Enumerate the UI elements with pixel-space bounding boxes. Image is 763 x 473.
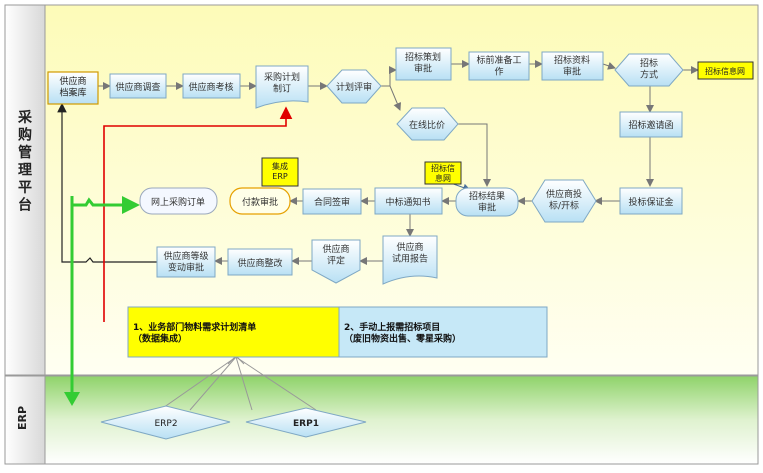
node-tender-invitation[interactable]: 招标邀请函 — [619, 111, 683, 138]
node-plan-review[interactable]: 计划评审 — [326, 69, 382, 104]
node-pre-tender-prep[interactable]: 标前准备工作 — [468, 51, 530, 81]
node-supplier-trial-report[interactable]: 供应商试用报告 — [382, 235, 438, 285]
node-supplier-assessment[interactable]: 供应商考核 — [182, 73, 241, 99]
note-manual-tender-text: 2、手动上报需招标项目（废旧物资出售、零星采购） — [344, 321, 461, 344]
platform-lane-header — [4, 4, 46, 376]
node-supplier-grade-change[interactable]: 供应商等级变动审批 — [156, 246, 216, 278]
node-online-price-compare-label: 在线比价 — [409, 119, 445, 131]
node-purchase-plan-label: 采购计划制订 — [264, 71, 300, 94]
node-tender-deposit[interactable]: 投标保证金 — [619, 187, 683, 215]
node-supplier-evaluation[interactable]: 供应商评定 — [311, 239, 361, 284]
platform-lane-label: 采购管理平台 — [17, 109, 33, 214]
node-purchase-plan[interactable]: 采购计划制订 — [255, 65, 309, 109]
node-erp1[interactable]: ERP1 — [245, 407, 367, 438]
node-contract-sign-label: 合同签审 — [314, 196, 350, 208]
node-tender-deposit-label: 投标保证金 — [628, 196, 673, 208]
node-tender-invitation-label: 招标邀请函 — [628, 119, 673, 131]
node-tender-info-net-2[interactable]: 招标信息网 — [424, 161, 462, 185]
node-tender-method-label: 招标方式 — [640, 57, 658, 80]
node-online-price-compare[interactable]: 在线比价 — [396, 107, 459, 141]
node-tender-doc-approval[interactable]: 招标资料审批 — [541, 51, 604, 81]
node-pre-tender-prep-label: 标前准备工作 — [476, 54, 521, 77]
node-payment-approval[interactable]: 付款审批 — [229, 187, 291, 215]
node-tender-info-net-1[interactable]: 招标信息网 — [697, 61, 754, 80]
node-supplier-bid-open[interactable]: 供应商投标/开标 — [531, 179, 597, 223]
node-erp1-label: ERP1 — [293, 419, 319, 429]
node-supplier-archive[interactable]: 供应商档案库 — [47, 71, 99, 105]
node-online-po[interactable]: 网上采购订单 — [139, 187, 218, 215]
node-erp2[interactable]: ERP2 — [100, 405, 231, 440]
node-tender-doc-approval-label: 招标资料审批 — [554, 54, 590, 77]
node-supplier-trial-report-label: 供应商试用报告 — [392, 241, 428, 264]
node-tender-plan-approval-label: 招标策划审批 — [405, 51, 441, 74]
erp-lane-label: ERP — [16, 406, 29, 430]
node-tender-info-net-1-label: 招标信息网 — [705, 66, 745, 76]
node-award-notice-label: 中标通知书 — [385, 196, 430, 208]
node-plan-review-label: 计划评审 — [336, 81, 372, 93]
note-demand-plan-text: 1、业务部门物料需求计划清单（数据集成） — [133, 321, 256, 344]
node-award-notice[interactable]: 中标通知书 — [374, 187, 443, 215]
node-tender-method[interactable]: 招标方式 — [614, 53, 684, 87]
node-supplier-grade-change-label: 供应商等级变动审批 — [163, 250, 208, 273]
node-supplier-evaluation-label: 供应商评定 — [322, 243, 349, 266]
node-payment-approval-label: 付款审批 — [242, 196, 278, 208]
node-supplier-rectify[interactable]: 供应商整改 — [227, 248, 293, 276]
node-supplier-bid-open-label: 供应商投标/开标 — [546, 188, 582, 211]
note-manual-tender: 2、手动上报需招标项目（废旧物资出售、零星采购） — [338, 306, 548, 358]
node-supplier-survey-label: 供应商调查 — [115, 81, 160, 93]
erp-lane-header — [4, 375, 46, 465]
node-supplier-archive-label: 供应商档案库 — [59, 75, 86, 98]
node-supplier-assessment-label: 供应商考核 — [188, 81, 233, 93]
node-tender-result-approval[interactable]: 招标结果审批 — [455, 187, 519, 217]
node-supplier-survey[interactable]: 供应商调查 — [109, 73, 167, 99]
node-tender-plan-approval[interactable]: 招标策划审批 — [395, 47, 452, 81]
node-online-po-label: 网上采购订单 — [151, 196, 205, 208]
note-demand-plan: 1、业务部门物料需求计划清单（数据集成） — [127, 306, 340, 358]
node-erp2-label: ERP2 — [154, 419, 177, 429]
plan-integration-line — [103, 106, 293, 322]
node-contract-sign[interactable]: 合同签审 — [302, 188, 362, 215]
node-tender-result-approval-label: 招标结果审批 — [469, 190, 505, 213]
node-tender-info-net-2-label: 招标信息网 — [431, 163, 455, 183]
node-supplier-rectify-label: 供应商整改 — [237, 257, 282, 269]
